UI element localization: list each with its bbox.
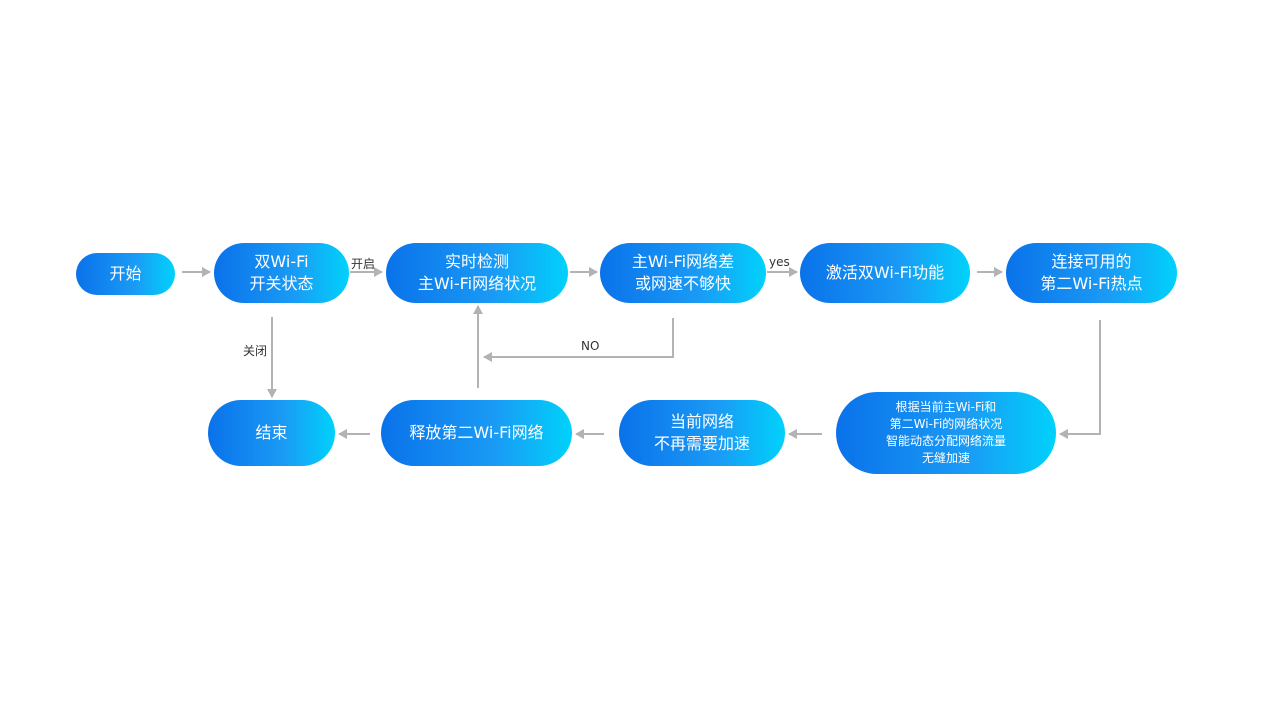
connect-second-wifi-node: 连接可用的 第二Wi-Fi热点 bbox=[1006, 243, 1177, 303]
node-text-line: 根据当前主Wi-Fi和 bbox=[895, 400, 997, 414]
node-text-line: 双Wi-Fi bbox=[254, 252, 309, 271]
node-text-line: 智能动态分配网络流量 bbox=[885, 434, 1006, 448]
main-wifi-poor-decision-node: 主Wi-Fi网络差 或网速不够快 bbox=[600, 243, 766, 303]
start-node: 开始 bbox=[76, 253, 175, 295]
end-node: 结束 bbox=[208, 400, 335, 466]
node-text-line: 开关状态 bbox=[249, 274, 314, 293]
edge-label-yes: yes bbox=[769, 255, 790, 269]
realtime-detect-node: 实时检测 主Wi-Fi网络状况 bbox=[386, 243, 568, 303]
node-text-line: 主Wi-Fi网络差 bbox=[631, 252, 735, 271]
edge-label-no: NO bbox=[581, 339, 600, 353]
edge-label-on: 开启 bbox=[351, 257, 376, 271]
node-text-line: 不再需要加速 bbox=[653, 434, 750, 453]
arrow-connect-to-allocate bbox=[1059, 320, 1101, 439]
no-longer-need-accel-node: 当前网络 不再需要加速 bbox=[619, 400, 785, 466]
node-text-line: 激活双Wi-Fi功能 bbox=[825, 263, 945, 282]
allocate-traffic-node: 根据当前主Wi-Fi和 第二Wi-Fi的网络状况 智能动态分配网络流量 无缝加速 bbox=[836, 392, 1056, 474]
node-text-line: 释放第二Wi-Fi网络 bbox=[409, 423, 544, 442]
activate-dual-wifi-node: 激活双Wi-Fi功能 bbox=[800, 243, 970, 303]
node-text-line: 第二Wi-Fi的网络状况 bbox=[889, 417, 1003, 431]
start-node-text: 开始 bbox=[109, 264, 142, 283]
edge-label-off: 关闭 bbox=[243, 344, 268, 358]
dual-wifi-switch-node: 双Wi-Fi 开关状态 bbox=[214, 243, 349, 303]
release-second-wifi-node: 释放第二Wi-Fi网络 bbox=[381, 400, 572, 466]
node-text-line: 当前网络 bbox=[669, 412, 734, 431]
end-node-text: 结束 bbox=[255, 423, 288, 442]
node-text-line: 第二Wi-Fi热点 bbox=[1040, 274, 1143, 293]
node-text-line: 实时检测 bbox=[444, 252, 509, 271]
arrow-poor-no-loop bbox=[483, 318, 674, 362]
node-text-line: 主Wi-Fi网络状况 bbox=[417, 274, 537, 293]
node-text-line: 连接可用的 bbox=[1051, 252, 1132, 271]
node-text-line: 或网速不够快 bbox=[634, 274, 731, 293]
node-text-line: 无缝加速 bbox=[921, 451, 970, 465]
